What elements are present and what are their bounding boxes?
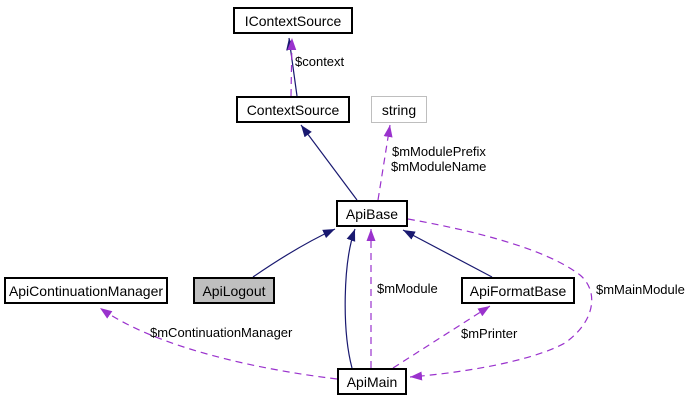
edge-usage-modulename: [377, 124, 393, 201]
edge-label-main-module: $mMainModule: [596, 282, 685, 297]
node-apiformatbase[interactable]: ApiFormatBase: [461, 277, 575, 304]
edge-label-module: $mModule: [377, 281, 438, 296]
edge-apiformatbase-extends-apibase: [402, 229, 493, 278]
node-string: string: [371, 96, 427, 123]
node-contextsource[interactable]: ContextSource: [236, 96, 350, 123]
node-apiformatbase-label: ApiFormatBase: [469, 282, 567, 299]
node-apibase-label: ApiBase: [345, 205, 399, 222]
edge-apilogout-extends-apibase: [252, 228, 336, 278]
edge-usage-continuationmanager: [99, 307, 338, 380]
node-icontextsource-label: IContextSource: [244, 12, 342, 29]
edge-usage-mainmodule: [407, 218, 593, 381]
node-apilogout: ApiLogout: [193, 277, 275, 304]
node-apimain-label: ApiMain: [346, 373, 398, 390]
node-apicontinuationmanager-label: ApiContinuationManager: [8, 282, 164, 299]
node-contextsource-label: ContextSource: [246, 101, 340, 118]
node-apicontinuationmanager[interactable]: ApiContinuationManager: [4, 277, 168, 304]
edge-label-module-prefix: $mModulePrefix: [392, 144, 486, 159]
node-apilogout-label: ApiLogout: [202, 282, 266, 299]
edge-apimain-extends-apibase: [344, 228, 356, 369]
edge-apibase-extends-contextsource: [300, 124, 358, 201]
node-apibase[interactable]: ApiBase: [336, 200, 408, 227]
edge-label-printer: $mPrinter: [461, 326, 518, 341]
edge-usage-context: [287, 37, 297, 97]
edge-label-context: $context: [295, 54, 345, 69]
node-string-label: string: [381, 101, 417, 118]
edge-label-continuation-manager: $mContinuationManager: [150, 325, 293, 340]
node-icontextsource[interactable]: IContextSource: [233, 7, 353, 34]
node-apimain[interactable]: ApiMain: [337, 368, 407, 395]
edge-label-module-name: $mModuleName: [391, 159, 487, 174]
